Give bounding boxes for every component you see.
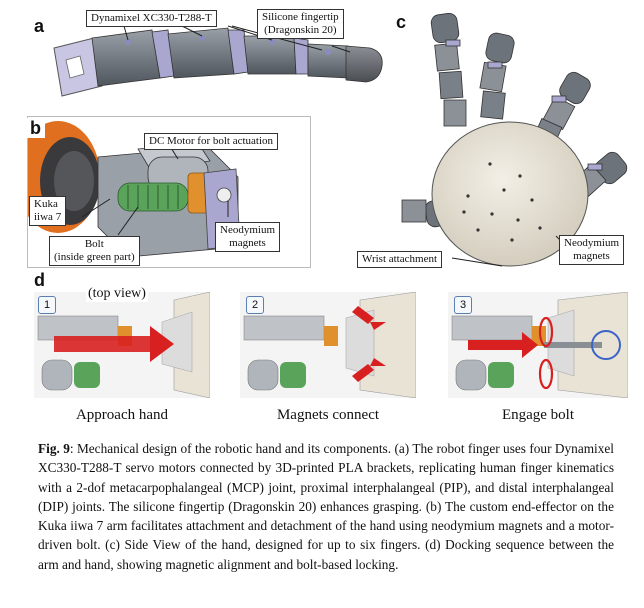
fingertip-callout-line1: Silicone fingertip — [262, 11, 339, 23]
panel-c — [392, 4, 640, 276]
kuka-callout: Kuka iiwa 7 — [29, 196, 67, 226]
end-effector-render — [16, 121, 241, 258]
panel-a — [32, 8, 392, 110]
fingertip-callout-line2: (Dragonskin 20) — [264, 24, 337, 36]
figure-caption-label: Fig. 9 — [38, 441, 70, 456]
step-1-number: 1 — [38, 296, 56, 314]
step-3-number: 3 — [454, 296, 472, 314]
dock-step-1 — [34, 291, 211, 399]
panel-a-letter: a — [30, 16, 49, 36]
step-1-caption: Approach hand — [75, 407, 169, 423]
step-3-render — [448, 291, 629, 399]
b-magnets-callout-line2: magnets — [229, 237, 266, 249]
step-3-caption: Engage bolt — [501, 407, 575, 423]
top-view-label: (top view) — [86, 286, 148, 302]
panel-b — [16, 116, 311, 268]
step-2-caption: Magnets connect — [276, 407, 380, 423]
bolt-callout-line2: (inside green part) — [54, 251, 135, 263]
dock-step-3 — [448, 291, 629, 399]
step-2-render — [240, 291, 417, 399]
panel-b-letter: b — [26, 118, 45, 138]
dc-motor-callout: DC Motor for bolt actuation — [144, 133, 279, 150]
b-magnets-callout: Neodymium magnets — [215, 222, 280, 252]
fingertip-callout: Silicone fingertip (Dragonskin 20) — [257, 9, 344, 39]
panel-c-letter: c — [392, 12, 411, 32]
c-magnets-callout-line1: Neodymium — [564, 237, 619, 249]
wrist-callout: Wrist attachment — [357, 251, 443, 268]
hand-render — [401, 12, 628, 267]
bolt-callout-line1: Bolt — [84, 238, 104, 250]
servo-callout: Dynamixel XC330-T288-T — [86, 10, 217, 27]
finger-render — [53, 25, 383, 97]
dock-step-2 — [240, 291, 417, 399]
bolt-callout: Bolt (inside green part) — [49, 236, 140, 266]
kuka-callout-line1: Kuka — [34, 198, 58, 210]
b-magnets-callout-line1: Neodymium — [220, 224, 275, 236]
kuka-callout-line2: iiwa 7 — [34, 211, 62, 223]
c-magnets-callout: Neodymium magnets — [559, 235, 624, 265]
step-1-render — [34, 291, 211, 399]
panel-d-letter: d — [30, 270, 49, 290]
figure-caption: Fig. 9: Mechanical design of the robotic… — [38, 439, 614, 574]
c-magnets-callout-line2: magnets — [573, 250, 610, 262]
step-2-number: 2 — [246, 296, 264, 314]
figure-caption-text: : Mechanical design of the robotic hand … — [38, 441, 614, 572]
